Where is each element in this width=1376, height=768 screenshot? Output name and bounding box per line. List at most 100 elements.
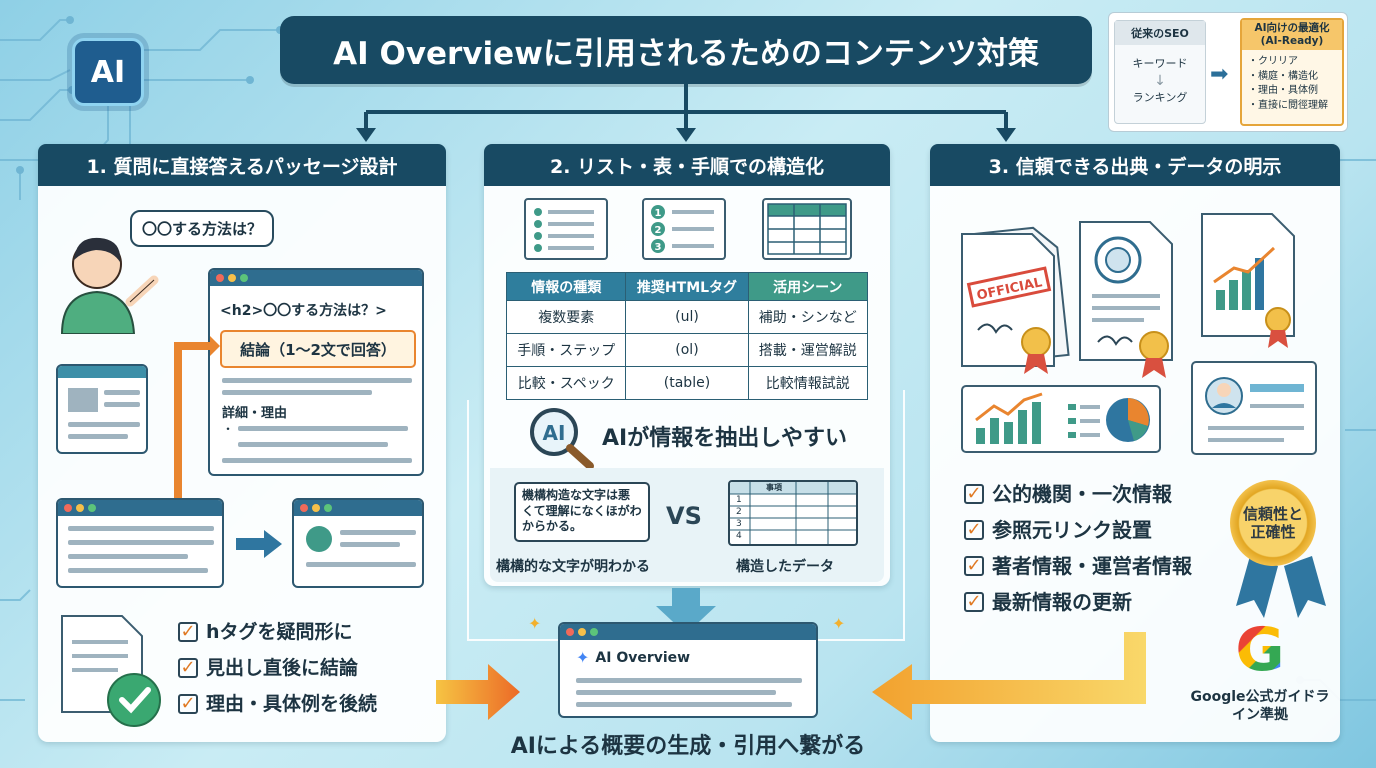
sparkle-left-icon: ✦: [528, 614, 542, 633]
table-cell: 比較情報試説: [747, 366, 868, 400]
official-documents-illustration: OFFICIAL: [961, 213, 1317, 455]
question-bubble: 〇〇する方法は？: [130, 210, 275, 247]
checklist-item: ✓ hタグを疑問形に: [178, 622, 377, 642]
right-arrow-icon: ➡: [1210, 62, 1229, 87]
trust-checklist: ✓ 公的機関・一次情報 ✓ 参照元リンク設置 ✓ 著者情報・運営者情報 ✓ 最新情報の更…: [964, 484, 1192, 628]
page-thumbnail-window: [56, 364, 148, 454]
ai-ready-item: ・直接に閲徑理解: [1248, 99, 1328, 111]
numbered-list-icon: 1 2 3: [642, 198, 726, 260]
column-1-header: 1. 質問に直接答えるパッセージ設計: [38, 144, 446, 186]
medal-ribbon-icon: [1236, 556, 1326, 618]
ai-ready-card: AI向けの最適化 (AI-Ready) ・クリリア ・横庭・構造化 ・理由・具体…: [1240, 18, 1344, 126]
content-window: [56, 498, 224, 588]
checklist-label: 最新情報の更新: [992, 590, 1132, 614]
bullet-mark: ・: [222, 422, 235, 436]
traditional-seo-ranking: ランキング: [1132, 91, 1188, 104]
bullet-list-icon: [524, 198, 608, 260]
checkbox-icon: ✓: [178, 658, 198, 678]
html-tag-table: 情報の種類 推奨HTMLタグ 活用シーン 複数要素 (ul) 補助・シンなど 手…: [505, 272, 868, 400]
structured-data-table: 事項 1 2 3 4: [728, 480, 858, 546]
unstructured-text-box: 機構构造な文字は悪くて理解になくほがわからかる。: [514, 482, 650, 542]
column-3-header: 3. 信頼できる出典・データの明示: [930, 144, 1340, 186]
table-header-cell: 情報の種類: [505, 272, 627, 301]
checklist-label: 参照元リンク設置: [992, 518, 1152, 542]
passage-checklist: ✓ hタグを疑問形に ✓ 見出し直後に結論 ✓ 理由・具体例を後続: [178, 622, 377, 730]
page-title: AI Overviewに引用されるためのコンテンツ対策: [280, 16, 1092, 84]
mini-row-number: 1: [736, 495, 742, 505]
table-grid-icon: [762, 198, 852, 260]
person-pointing-icon: [60, 237, 159, 334]
table-row: 比較・スペック (table) 比較情報試説: [505, 366, 868, 400]
detail-heading: 詳細・理由: [222, 406, 288, 421]
ai-ready-title: AI向けの最適化: [1254, 22, 1330, 34]
table-cell: (table): [625, 366, 749, 400]
checkbox-icon: ✓: [964, 592, 984, 612]
window-titlebar: [210, 270, 422, 286]
conclusion-box: 結論（1〜2文で回答）: [220, 330, 416, 368]
mini-row-number: 3: [736, 519, 742, 529]
checklist-item: ✓ 著者情報・運営者情報: [964, 556, 1192, 576]
structured-data-caption: 構造したデータ: [736, 559, 834, 575]
google-logo-icon: G: [1228, 618, 1292, 682]
checklist-item: ✓ 参照元リンク設置: [964, 520, 1192, 540]
checkbox-icon: ✓: [964, 520, 984, 540]
table-cell: (ul): [625, 300, 749, 334]
extract-caption: AIが情報を抽出しやすい: [602, 426, 847, 451]
versus-label: VS: [666, 502, 702, 530]
ai-ready-list: ・クリリア ・横庭・構造化 ・理由・具体例 ・直接に閲徑理解: [1242, 50, 1342, 113]
ai-ready-item: ・横庭・構造化: [1248, 70, 1318, 82]
ai-chip-icon: AI: [72, 38, 144, 106]
checklist-label: 公的機関・一次情報: [992, 482, 1172, 506]
sparkle-right-icon: ✦: [832, 614, 846, 633]
checked-document-icon: [61, 615, 161, 727]
checkbox-icon: ✓: [964, 484, 984, 504]
ai-overview-label: AI Overview: [595, 649, 691, 666]
table-cell: 複数要素: [505, 300, 627, 334]
table-cell: 比較・スペック: [505, 366, 627, 400]
ai-overview-heading: ✦ AI Overview: [576, 648, 690, 667]
checklist-label: 見出し直後に結論: [206, 656, 359, 679]
table-cell: 搭載・運営解説: [747, 333, 868, 367]
column-2-header: 2. リスト・表・手順での構造化: [484, 144, 890, 186]
table-header-cell: 推奨HTMLタグ: [625, 272, 749, 301]
reliability-medal: 信頼性と正確性: [1230, 480, 1316, 566]
ai-ready-header: AI向けの最適化 (AI-Ready): [1242, 20, 1342, 51]
google-guideline-caption: Google公式ガイドライン準拠: [1190, 689, 1330, 724]
traditional-seo-card: 従来のSEO キーワード ↓ ランキング: [1114, 20, 1206, 124]
ai-ready-item: ・理由・具体例: [1248, 85, 1318, 97]
checklist-label: hタグを疑問形に: [206, 620, 353, 643]
checklist-item: ✓ 公的機関・一次情報: [964, 484, 1192, 504]
blue-right-arrow-icon: [236, 530, 282, 558]
list-number: 2: [655, 225, 662, 236]
table-cell: (ol): [625, 333, 749, 367]
checklist-item: ✓ 見出し直後に結論: [178, 658, 377, 678]
magnifier-ai-label: AI: [543, 421, 566, 445]
traditional-seo-header: 従来のSEO: [1115, 21, 1205, 45]
checklist-label: 理由・具体例を後続: [206, 692, 378, 715]
checkbox-icon: ✓: [964, 556, 984, 576]
checklist-item: ✓ 最新情報の更新: [964, 592, 1192, 612]
h2-heading-text: <h2>〇〇する方法は？>: [220, 303, 387, 319]
ai-overview-window: ✦ AI Overview: [558, 622, 818, 718]
ai-ready-item: ・クリリア: [1248, 56, 1298, 68]
down-arrow-icon: ↓: [1154, 73, 1166, 89]
checklist-item: ✓ 理由・具体例を後続: [178, 694, 377, 714]
traditional-seo-keyword: キーワード: [1132, 57, 1188, 70]
ai-ready-subtitle: (AI-Ready): [1260, 35, 1324, 48]
sparkle-icon: ✦: [576, 648, 590, 667]
table-cell: 補助・シンなど: [747, 300, 868, 334]
magnifier-icon: AI: [530, 408, 594, 470]
checkbox-icon: ✓: [178, 622, 198, 642]
checklist-label: 著者情報・運営者情報: [992, 554, 1192, 578]
mini-row-number: 4: [736, 531, 742, 541]
structured-text-caption: 構構的な文字が明わかる: [496, 559, 650, 575]
mini-row-number: 2: [736, 507, 742, 517]
bottom-caption: AIによる概要の生成・引用へ繋がる: [510, 734, 866, 759]
answer-page-window: <h2>〇〇する方法は？> 結論（1〜2文で回答） 詳細・理由 ・: [208, 268, 424, 476]
checkbox-icon: ✓: [178, 694, 198, 714]
table-row: 手順・ステップ (ol) 搭載・運営解説: [505, 333, 868, 367]
table-row: 複数要素 (ul) 補助・シンなど: [505, 300, 868, 334]
result-window: [292, 498, 424, 588]
table-cell: 手順・ステップ: [505, 333, 627, 367]
table-header-cell: 活用シーン: [747, 272, 868, 301]
